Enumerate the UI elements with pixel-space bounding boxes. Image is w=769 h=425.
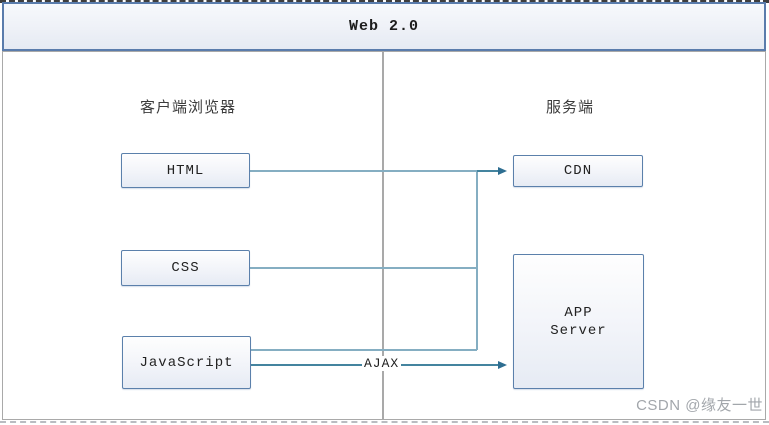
node-javascript: JavaScript — [122, 336, 251, 389]
node-app-server: APP Server — [513, 254, 644, 389]
client-section-label: 客户端浏览器 — [140, 99, 237, 116]
page-boundary-top — [0, 0, 769, 3]
csdn-watermark: CSDN @缘友一世 — [636, 397, 763, 414]
node-javascript-label: JavaScript — [139, 354, 234, 371]
node-css: CSS — [121, 250, 250, 286]
client-server-divider — [382, 51, 384, 419]
node-css-label: CSS — [171, 260, 200, 276]
node-html: HTML — [121, 153, 250, 188]
diagram-title-bar: Web 2.0 — [2, 2, 766, 51]
node-app-server-label-line1: APP — [564, 304, 593, 321]
node-app-server-label-line2: Server — [550, 322, 607, 339]
server-section-label: 服务端 — [546, 99, 595, 116]
node-cdn: CDN — [513, 155, 643, 187]
node-cdn-label: CDN — [563, 163, 593, 179]
node-html-label: HTML — [166, 162, 205, 179]
page-boundary-bottom — [0, 421, 769, 423]
ajax-connector-label: AJAX — [362, 356, 402, 371]
diagram-title: Web 2.0 — [348, 18, 419, 35]
